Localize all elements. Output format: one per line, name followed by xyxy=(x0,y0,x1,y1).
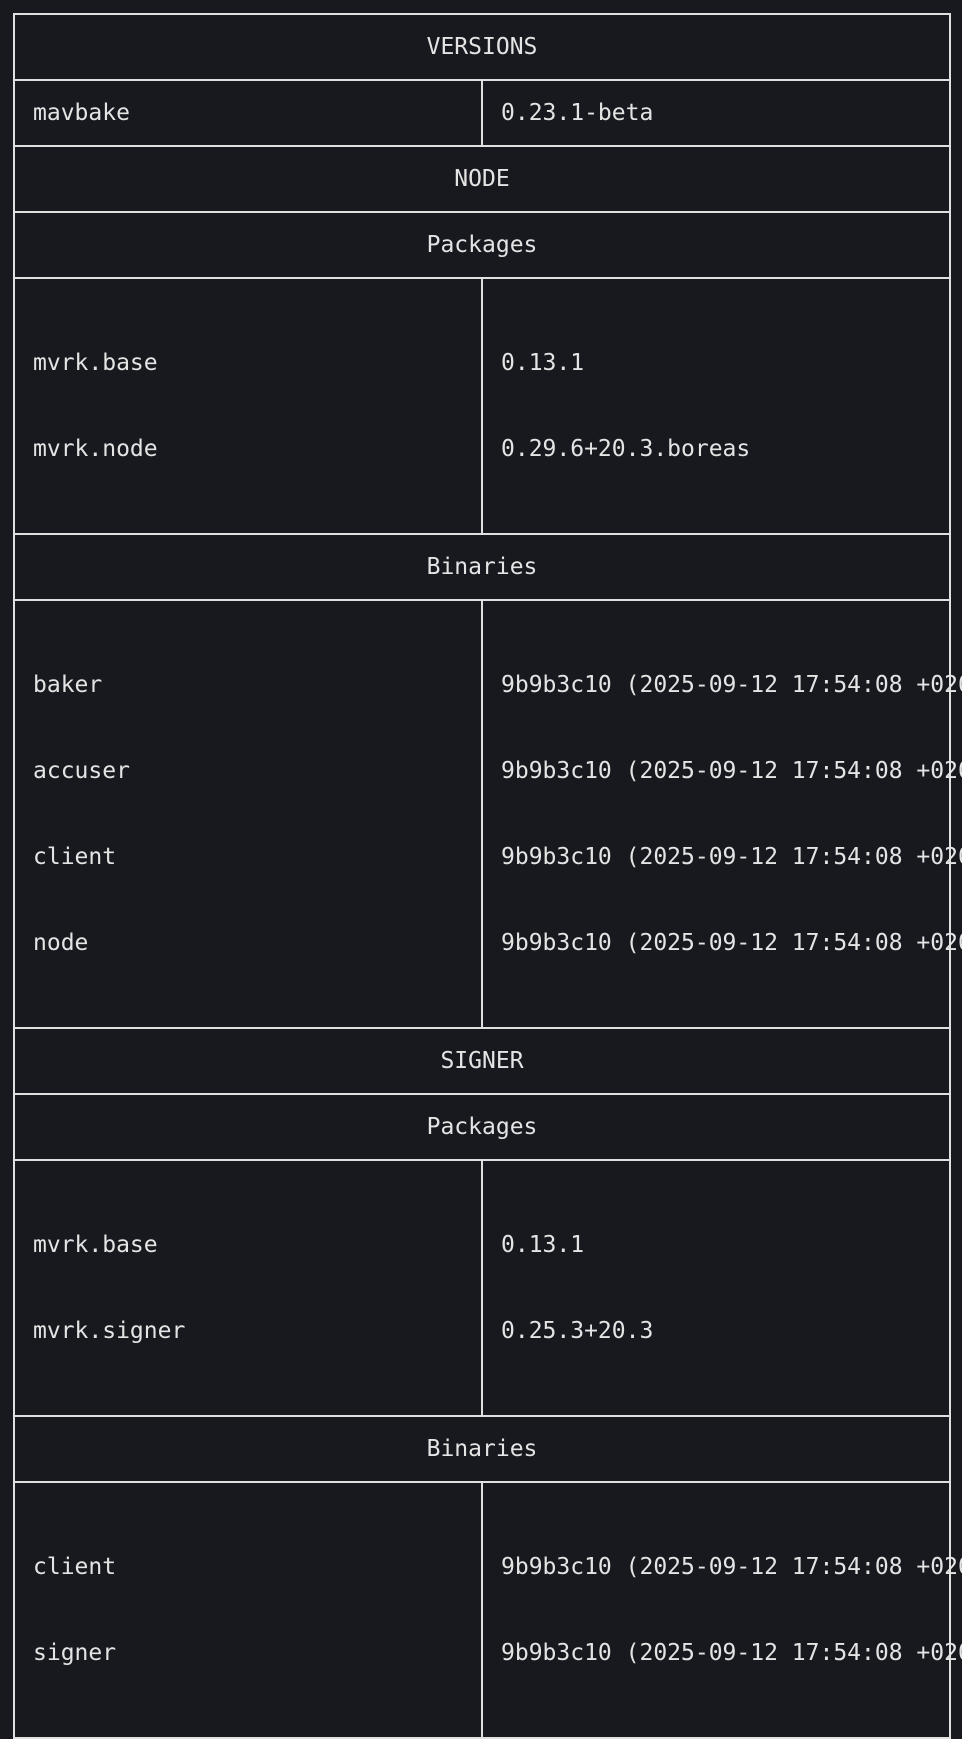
package-name: mvrk.signer xyxy=(33,1318,186,1344)
node-binaries-values: 9b9b3c10 (2025-09-12 17:54:08 +0200) (Ma… xyxy=(481,599,962,1029)
node-packages-row: mvrk.base mvrk.node 0.13.1 0.29.6+20.3.b… xyxy=(13,277,951,535)
signer-binaries-title: Binaries xyxy=(13,1415,951,1483)
node-title: NODE xyxy=(13,145,951,213)
binary-name: signer xyxy=(33,1640,117,1666)
node-binaries-title: Binaries xyxy=(13,533,951,601)
signer-packages-header: Packages xyxy=(13,1093,951,1161)
signer-packages-keys: mvrk.base mvrk.signer xyxy=(13,1159,483,1417)
binary-name: baker xyxy=(33,672,103,698)
versions-table: VERSIONS mavbake 0.23.1-beta NODE Packag… xyxy=(13,13,962,1739)
node-section-header: NODE xyxy=(13,145,951,213)
package-version: 0.25.3+20.3 xyxy=(501,1318,654,1344)
binary-version: 9b9b3c10 (2025-09-12 17:54:08 +0200) (Ma… xyxy=(501,758,962,784)
package-name: mvrk.base xyxy=(33,1232,158,1258)
binary-version: 9b9b3c10 (2025-09-12 17:54:08 +0200) (Ma… xyxy=(501,1640,962,1666)
node-binaries-row: baker accuser client node 9b9b3c10 (2025… xyxy=(13,599,962,1029)
node-packages-title: Packages xyxy=(13,211,951,279)
signer-section-header: SIGNER xyxy=(13,1027,951,1095)
signer-title: SIGNER xyxy=(13,1027,951,1095)
binary-version: 9b9b3c10 (2025-09-12 17:54:08 +0200) (Ma… xyxy=(501,1554,962,1580)
node-packages-values: 0.13.1 0.29.6+20.3.boreas xyxy=(481,277,951,535)
package-version: 0.29.6+20.3.boreas xyxy=(501,436,751,462)
node-packages-header: Packages xyxy=(13,211,951,279)
binary-name: client xyxy=(33,1554,117,1580)
binary-version: 9b9b3c10 (2025-09-12 17:54:08 +0200) (Ma… xyxy=(501,844,962,870)
mavbake-row: mavbake 0.23.1-beta xyxy=(13,79,951,147)
versions-header-row: VERSIONS xyxy=(13,13,951,81)
node-packages-keys: mvrk.base mvrk.node xyxy=(13,277,483,535)
package-version: 0.13.1 xyxy=(501,350,585,376)
signer-packages-values: 0.13.1 0.25.3+20.3 xyxy=(481,1159,951,1417)
binary-name: node xyxy=(33,930,89,956)
signer-binaries-header: Binaries xyxy=(13,1415,951,1483)
versions-title: VERSIONS xyxy=(13,13,951,81)
signer-packages-row: mvrk.base mvrk.signer 0.13.1 0.25.3+20.3 xyxy=(13,1159,951,1417)
mavbake-key: mavbake xyxy=(13,79,483,147)
signer-binaries-keys: client signer xyxy=(13,1481,483,1739)
signer-packages-title: Packages xyxy=(13,1093,951,1161)
mavbake-value: 0.23.1-beta xyxy=(481,79,951,147)
signer-binaries-values: 9b9b3c10 (2025-09-12 17:54:08 +0200) (Ma… xyxy=(481,1481,962,1739)
binary-name: accuser xyxy=(33,758,130,784)
signer-binaries-row: client signer 9b9b3c10 (2025-09-12 17:54… xyxy=(13,1481,962,1739)
package-name: mvrk.node xyxy=(33,436,158,462)
binary-version: 9b9b3c10 (2025-09-12 17:54:08 +0200) (Ma… xyxy=(501,672,962,698)
binary-version: 9b9b3c10 (2025-09-12 17:54:08 +0200) (Ma… xyxy=(501,930,962,956)
binary-name: client xyxy=(33,844,117,870)
package-name: mvrk.base xyxy=(33,350,158,376)
package-version: 0.13.1 xyxy=(501,1232,585,1258)
node-binaries-keys: baker accuser client node xyxy=(13,599,483,1029)
node-binaries-header: Binaries xyxy=(13,533,951,601)
